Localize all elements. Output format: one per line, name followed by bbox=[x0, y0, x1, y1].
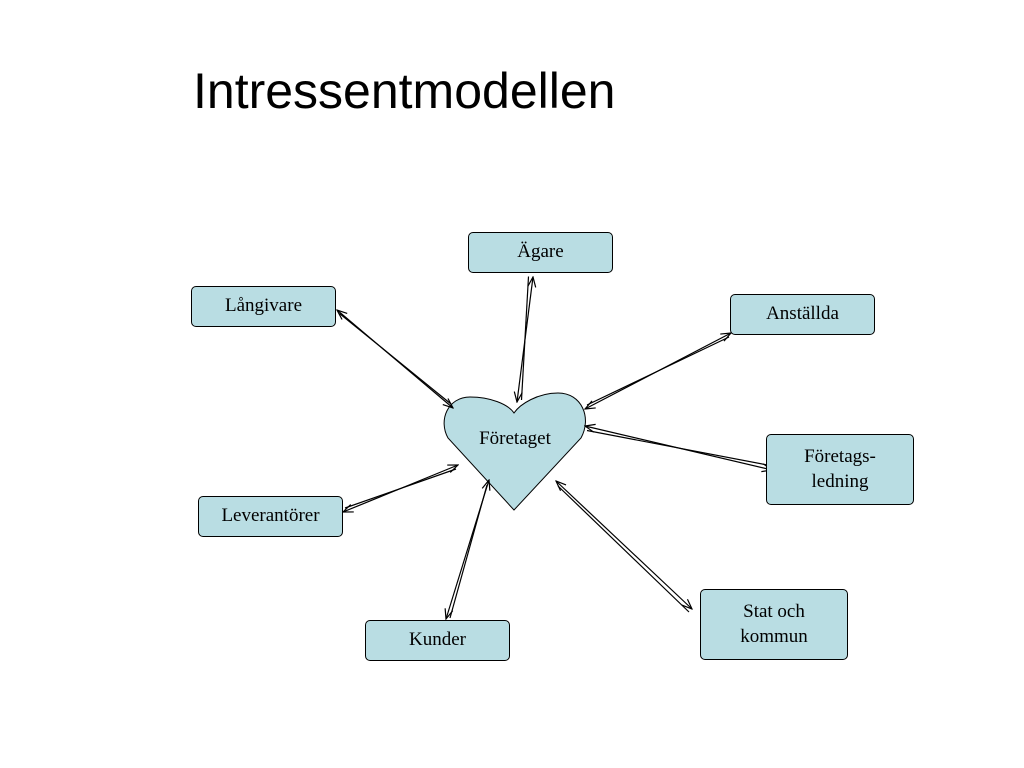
stakeholder-leverantorer: Leverantörer bbox=[198, 496, 343, 537]
slide-title: Intressentmodellen bbox=[193, 63, 616, 119]
center-label: Företaget bbox=[479, 428, 551, 449]
stakeholder-anstallda: Anställda bbox=[730, 294, 875, 335]
stakeholder-langivare: Långivare bbox=[191, 286, 336, 327]
arrow-kunder bbox=[446, 480, 489, 619]
arrow-anstallda bbox=[585, 333, 731, 409]
stakeholder-kunder: Kunder bbox=[365, 620, 510, 661]
stakeholder-agare: Ägare bbox=[468, 232, 613, 273]
arrow-agare bbox=[517, 277, 533, 403]
arrow-langivare bbox=[337, 310, 453, 408]
arrow-stat bbox=[556, 481, 692, 613]
arrow-foretagsledning bbox=[585, 426, 772, 470]
arrow-leverantorer bbox=[343, 465, 458, 512]
stakeholder-stat-och-kommun: Stat och kommun bbox=[700, 589, 848, 660]
stakeholder-foretagsledning: Företags- ledning bbox=[766, 434, 914, 505]
